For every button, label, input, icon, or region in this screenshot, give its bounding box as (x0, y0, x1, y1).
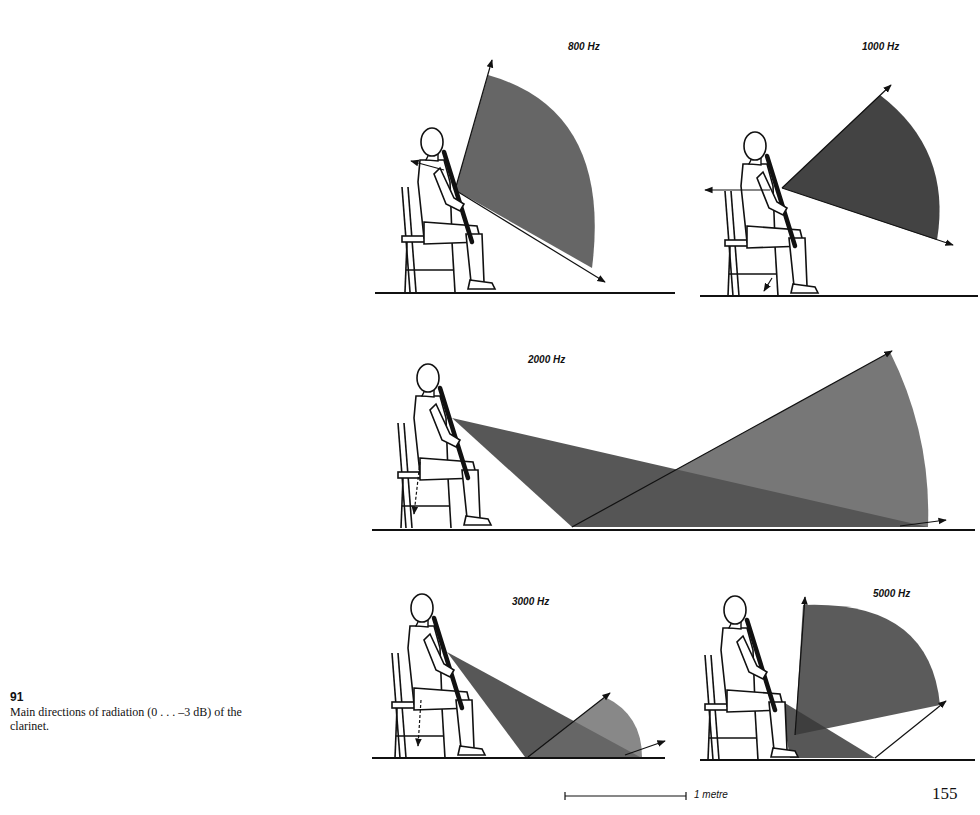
page-number: 155 (932, 784, 958, 804)
floor-line (700, 295, 978, 297)
frequency-label: 800 Hz (568, 41, 600, 52)
reflected-sector (780, 700, 875, 758)
seated-player (398, 364, 491, 528)
reflected-sector (528, 697, 642, 757)
floor-line (372, 757, 665, 759)
panel-3000 (372, 594, 665, 758)
direction-arrow (625, 741, 665, 755)
seated-player (402, 128, 495, 292)
direction-arrow (414, 462, 420, 514)
seated-player (392, 594, 485, 758)
scale-bar (565, 792, 686, 800)
direction-arrow (411, 161, 444, 170)
seated-player (705, 596, 798, 760)
direction-arrow (528, 693, 610, 757)
direction-arrow (900, 520, 946, 526)
direction-arrow (782, 85, 891, 188)
seated-player (725, 132, 818, 296)
direction-arrow (875, 701, 946, 758)
frequency-label: 1000 Hz (862, 41, 899, 52)
frequency-label: 3000 Hz (512, 596, 549, 607)
floor-line (700, 759, 975, 761)
scale-tick (564, 792, 565, 800)
scale-tick (685, 792, 686, 800)
panel-5000 (700, 596, 975, 760)
floor-line (372, 529, 975, 531)
direction-arrow (782, 188, 953, 245)
direction-arrow (455, 190, 605, 282)
floor-line (375, 292, 675, 294)
direction-arrow (764, 278, 772, 291)
direction-arrow (455, 60, 492, 190)
panel-800 (375, 60, 675, 293)
radiation-sector (795, 605, 940, 735)
reflected-sector (572, 352, 928, 527)
scale-line (565, 795, 686, 796)
panel-1000 (700, 85, 978, 296)
figure-caption: Main directions of radiation (0 . . . –3… (10, 705, 260, 733)
radiation-sector (782, 95, 940, 240)
panel-2000 (372, 351, 975, 530)
direction-arrow (705, 189, 770, 190)
frequency-label: 2000 Hz (528, 354, 565, 365)
direction-arrow (418, 700, 421, 746)
direction-arrow (795, 597, 805, 735)
figure-number: 91 (10, 690, 23, 704)
direction-arrow (572, 351, 892, 527)
frequency-label: 5000 Hz (873, 588, 910, 599)
scale-label: 1 metre (694, 789, 728, 800)
